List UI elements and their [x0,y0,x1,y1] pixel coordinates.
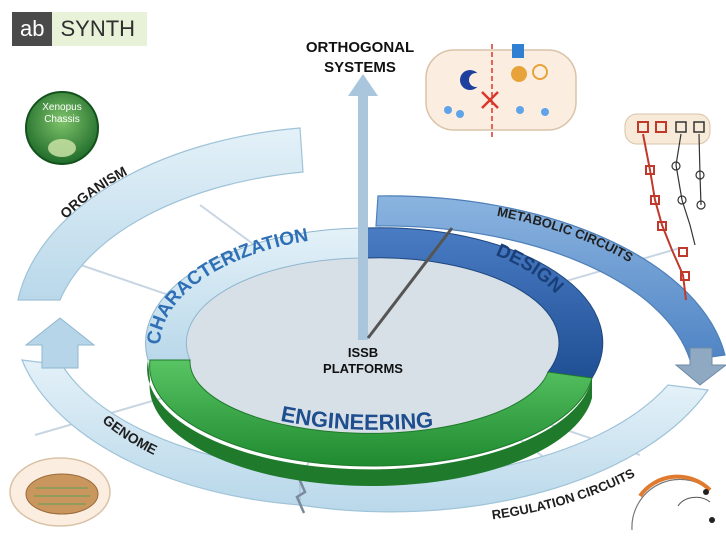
xenopus-chassis-badge: Xenopus Chassis [25,91,99,165]
down-arrow-icon [674,347,726,386]
metabolic-pathway-icon [624,113,711,301]
absynth-logo: ab SYNTH [12,12,148,46]
up-arrow-icon [24,317,96,369]
orthogonal-systems-title: ORTHOGONAL SYSTEMS [290,38,430,78]
genome-cell-icon [9,457,111,527]
cell-illustration-icon [425,44,577,138]
center-line1: ISSB [347,345,379,360]
logo-name: SYNTH [52,12,148,46]
organism-arc [17,127,304,301]
axis-title-line1: ORTHOGONAL [305,39,415,56]
inner-ring [145,227,604,487]
badge-line2: Chassis [44,114,80,125]
badge-line1: Xenopus [42,102,81,113]
center-line2: PLATFORMS [323,361,403,376]
center-label: ISSB PLATFORMS [318,345,408,377]
logo-prefix: ab [12,12,53,46]
regulation-circuit-icon [631,474,715,531]
lightning-connector [295,475,307,514]
axis-title-line2: SYSTEMS [324,59,396,76]
metabolic-arc [375,195,726,361]
orthogonal-axis-arrow [348,74,454,340]
